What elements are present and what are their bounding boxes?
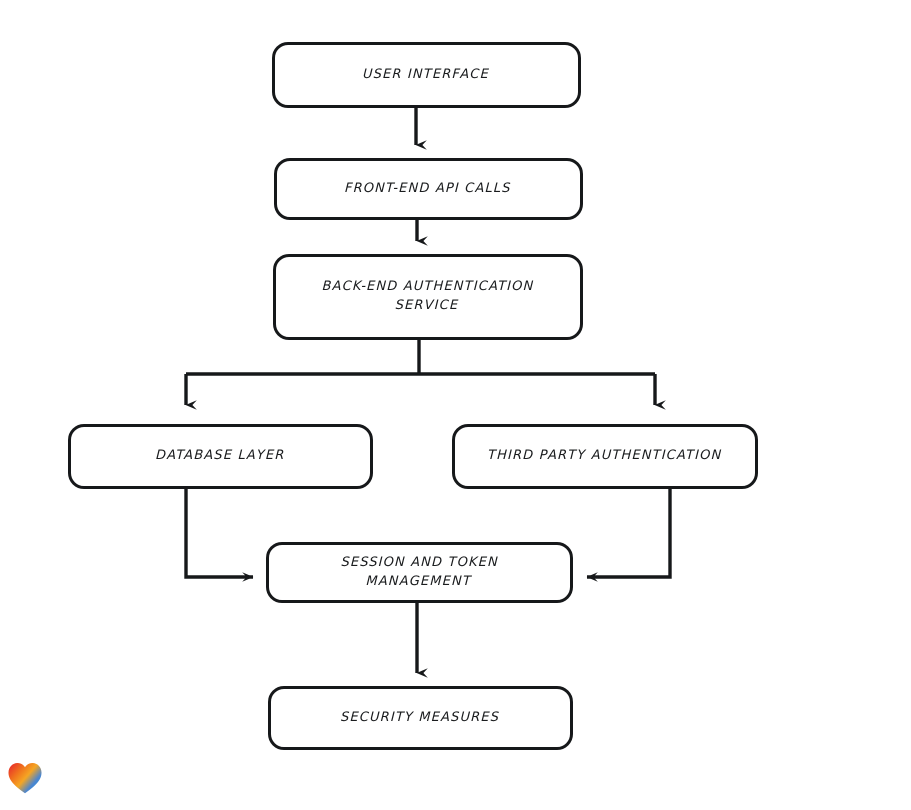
node-session-and-token-management-label: SESSION AND TOKEN MANAGEMENT <box>340 554 500 589</box>
node-database-layer-label: DATABASE LAYER <box>155 448 286 464</box>
node-database-layer[interactable]: DATABASE LAYER <box>68 424 373 489</box>
edge-database-to-session <box>184 489 254 582</box>
node-third-party-authentication[interactable]: THIRD PARTY AUTHENTICATION <box>452 424 758 489</box>
node-frontend-api-calls[interactable]: FRONT-END API CALLS <box>274 158 583 220</box>
edge-thirdparty-to-session <box>586 489 672 582</box>
node-user-interface[interactable]: USER INTERFACE <box>272 42 581 108</box>
node-security-measures[interactable]: SECURITY MEASURES <box>268 686 573 750</box>
node-session-and-token-management[interactable]: SESSION AND TOKEN MANAGEMENT <box>266 542 573 603</box>
heart-icon <box>8 763 42 794</box>
node-third-party-authentication-label: THIRD PARTY AUTHENTICATION <box>487 448 723 464</box>
node-frontend-api-calls-label: FRONT-END API CALLS <box>344 180 513 196</box>
node-backend-authentication-service[interactable]: BACK-END AUTHENTICATION SERVICE <box>273 254 583 340</box>
node-security-measures-label: SECURITY MEASURES <box>340 709 501 725</box>
node-backend-authentication-service-label: BACK-END AUTHENTICATION SERVICE <box>322 279 535 313</box>
node-user-interface-label: USER INTERFACE <box>362 66 491 82</box>
